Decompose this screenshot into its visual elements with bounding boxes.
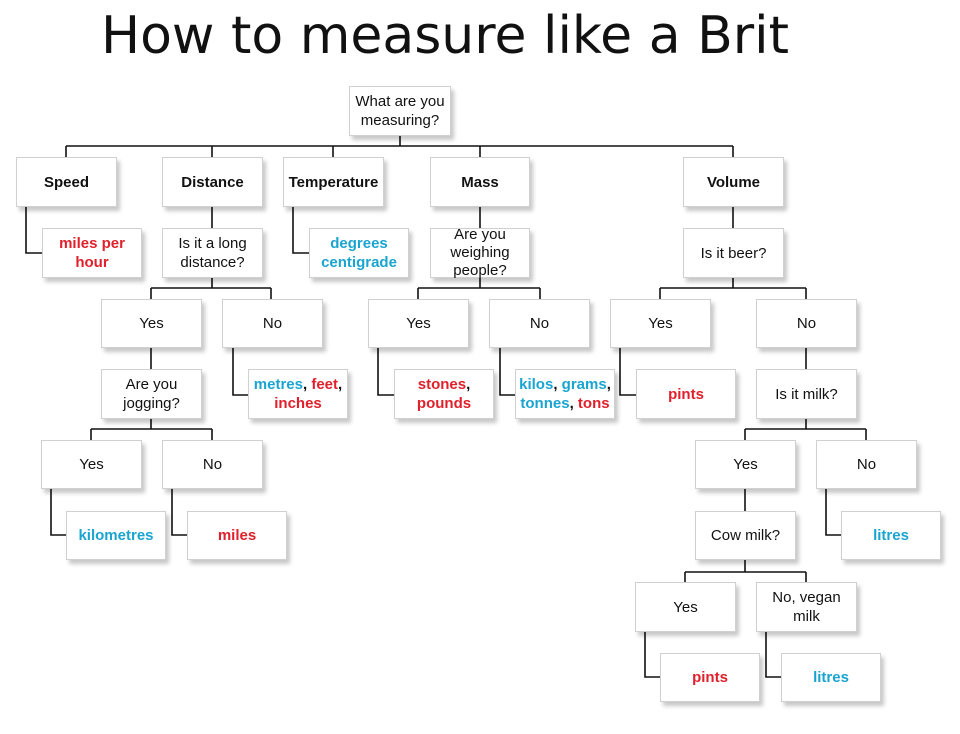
answer-vegan-litres-label: litres	[813, 669, 849, 686]
answer-metres-feet-inches: metres, feet, inches	[248, 369, 348, 419]
branch-distance-yes-label: Yes	[139, 315, 164, 332]
answer-stones-pounds-label: stones, pounds	[417, 375, 471, 413]
answer-degrees-centigrade-label: degrees centigrade	[321, 235, 397, 271]
separator: ,	[338, 376, 343, 393]
branch-cow-yes: Yes	[635, 582, 736, 632]
branch-mass-no-label: No	[529, 315, 550, 332]
answer-cow-pints: pints	[660, 653, 760, 702]
unit-tons: tons	[577, 395, 610, 412]
node-volume: Volume	[683, 157, 784, 207]
answer-kilometres: kilometres	[66, 511, 166, 560]
branch-mass-no: No	[489, 299, 590, 348]
answer-kilos-grams-tonnes-tons-label: kilos, grams,tonnes, tons	[519, 375, 611, 413]
question-cow-milk: Cow milk?	[695, 511, 796, 560]
branch-cow-no-vegan: No, vegan milk	[756, 582, 857, 632]
question-jogging: Are you jogging?	[101, 369, 202, 419]
branch-distance-yes: Yes	[101, 299, 202, 348]
answer-kilos-grams-tonnes-tons: kilos, grams,tonnes, tons	[515, 369, 615, 419]
node-speed: Speed	[16, 157, 117, 207]
answer-milk-litres-label: litres	[873, 527, 909, 544]
branch-milk-no-label: No	[856, 456, 877, 473]
branch-cow-no-vegan-label: No, vegan milk	[772, 589, 841, 625]
branch-milk-yes-label: Yes	[733, 456, 758, 473]
branch-beer-yes-label: Yes	[648, 315, 673, 332]
question-jogging-label: Are you jogging?	[123, 376, 180, 412]
node-distance: Distance	[162, 157, 263, 207]
branch-cow-yes-label: Yes	[673, 598, 698, 616]
branch-beer-yes: Yes	[610, 299, 711, 348]
answer-beer-pints-label: pints	[668, 385, 704, 403]
node-temperature: Temperature	[283, 157, 384, 207]
question-is-it-milk-label: Is it milk?	[775, 385, 838, 403]
unit-kilos: kilos	[519, 376, 554, 393]
branch-beer-no-label: No	[796, 315, 817, 332]
question-is-it-milk: Is it milk?	[756, 369, 857, 419]
unit-stones: stones	[417, 376, 467, 393]
answer-stones-pounds: stones, pounds	[394, 369, 494, 419]
answer-metres-feet-inches-label: metres, feet, inches	[254, 375, 342, 413]
answer-vegan-litres: litres	[781, 653, 881, 702]
node-speed-label: Speed	[43, 173, 89, 191]
branch-mass-yes: Yes	[368, 299, 469, 348]
node-root-question: What are you measuring?	[349, 86, 451, 136]
node-mass: Mass	[430, 157, 530, 207]
answer-kilometres-label: kilometres	[78, 527, 154, 544]
branch-milk-yes: Yes	[695, 440, 796, 489]
node-mass-label: Mass	[461, 173, 499, 191]
branch-jogging-yes: Yes	[41, 440, 142, 489]
branch-jogging-no-label: No	[202, 456, 223, 473]
node-root-label: What are you measuring?	[355, 93, 445, 129]
answer-miles-label: miles	[217, 527, 257, 544]
question-weighing-people-label: Are you weighing people?	[450, 226, 510, 279]
branch-mass-yes-label: Yes	[406, 315, 431, 332]
branch-jogging-no: No	[162, 440, 263, 489]
branch-distance-no-label: No	[262, 315, 283, 332]
answer-degrees-centigrade: degrees centigrade	[309, 228, 409, 278]
question-long-distance-label: Is it a long distance?	[178, 235, 247, 271]
question-weighing-people: Are you weighing people?	[430, 226, 530, 279]
question-long-distance: Is it a long distance?	[162, 228, 263, 278]
node-temperature-label: Temperature	[288, 173, 379, 191]
question-is-it-beer-label: Is it beer?	[700, 244, 767, 262]
separator: ,	[466, 376, 471, 393]
separator: ,	[606, 376, 611, 393]
branch-jogging-yes-label: Yes	[79, 456, 104, 473]
unit-tonnes: tonnes	[520, 395, 570, 412]
unit-inches: inches	[274, 395, 322, 412]
unit-metres: metres	[253, 376, 303, 393]
branch-distance-no: No	[222, 299, 323, 348]
node-distance-label: Distance	[181, 173, 244, 191]
answer-milk-litres: litres	[841, 511, 941, 560]
unit-pounds: pounds	[416, 395, 472, 412]
answer-miles-per-hour: miles per hour	[42, 228, 142, 278]
answer-miles-per-hour-label: miles per hour	[59, 235, 125, 271]
separator: ,	[569, 395, 578, 412]
diagram-title: How to measure like a Brit	[101, 6, 789, 66]
separator: ,	[553, 376, 562, 393]
answer-cow-pints-label: pints	[692, 669, 728, 686]
branch-beer-no: No	[756, 299, 857, 348]
branch-milk-no: No	[816, 440, 917, 489]
question-cow-milk-label: Cow milk?	[710, 527, 781, 544]
node-volume-label: Volume	[706, 173, 761, 191]
unit-grams: grams	[561, 376, 607, 393]
separator: ,	[303, 376, 312, 393]
answer-miles: miles	[187, 511, 287, 560]
question-is-it-beer: Is it beer?	[683, 228, 784, 278]
answer-beer-pints: pints	[636, 369, 736, 419]
unit-feet: feet	[311, 376, 339, 393]
